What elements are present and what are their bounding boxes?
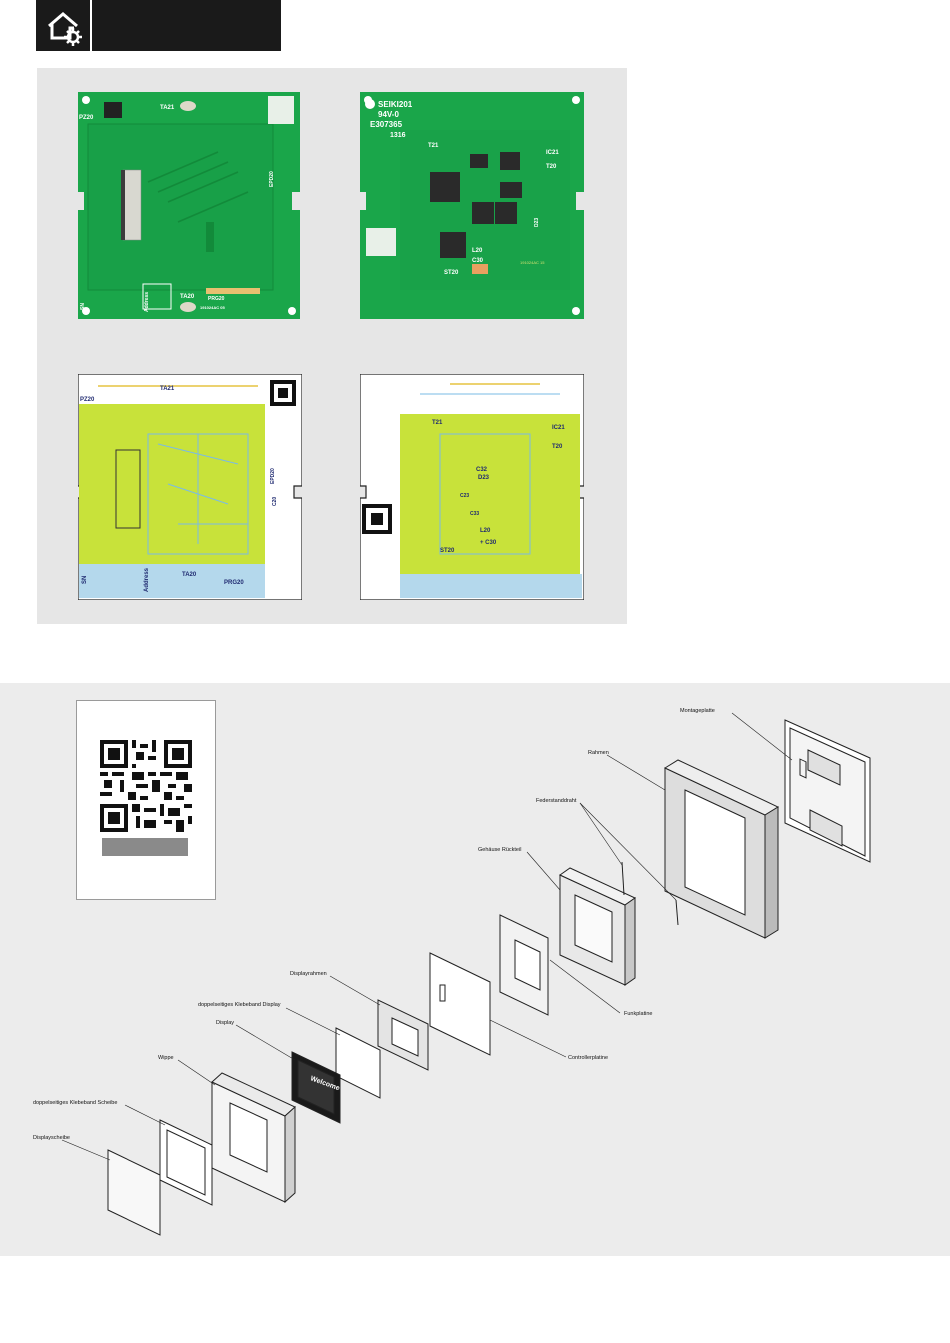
part-rahmen bbox=[663, 759, 780, 939]
label-gehaeuse: Gehäuse Rückteil bbox=[478, 847, 521, 853]
label-st20: ST20 bbox=[444, 270, 459, 276]
part-gehaeuse bbox=[559, 867, 636, 986]
label-klebeband-scheibe: doppelseitiges Klebeband Scheibe bbox=[33, 1100, 117, 1106]
part-wippe bbox=[211, 1072, 296, 1204]
label-l20: L20 bbox=[472, 248, 483, 254]
label-ta21: TA21 bbox=[160, 386, 175, 392]
part-displayrahmen bbox=[377, 999, 429, 1071]
pcb-photo-front: PZ20 TA21 TA20 PRG20 191024AC 05 EPD20 S… bbox=[78, 92, 300, 319]
label-brand: SEIKI201 bbox=[378, 100, 413, 109]
label-sn: SN bbox=[82, 576, 88, 584]
label-displayrahmen: Displayrahmen bbox=[290, 971, 327, 977]
label-klebeband-display: doppelseitiges Klebeband Display bbox=[198, 1002, 281, 1008]
label-pz20: PZ20 bbox=[80, 397, 95, 403]
label-funkplatine: Funkplatine bbox=[624, 1011, 652, 1017]
label-ic21: IC21 bbox=[552, 425, 565, 431]
label-ta21: TA21 bbox=[160, 105, 175, 111]
label-c33: C33 bbox=[470, 511, 479, 517]
label-d23: D23 bbox=[478, 475, 490, 481]
qr-caption-bar bbox=[102, 838, 188, 856]
home-gear-icon bbox=[48, 12, 82, 46]
label-prg20: PRG20 bbox=[224, 580, 244, 586]
label-date: 191024AC 05 bbox=[200, 305, 225, 310]
part-montageplatte bbox=[784, 719, 871, 863]
exploded-drawing: Welcome Montag bbox=[33, 708, 871, 1236]
label-displayscheibe: Displayscheibe bbox=[33, 1135, 70, 1141]
part-controllerplatine bbox=[429, 952, 491, 1056]
part-klebeband-scheibe bbox=[159, 1119, 213, 1206]
label-c20: C20 bbox=[272, 497, 278, 506]
pcb-layout-back: T21 IC21 T20 C32 D23 C23 C33 L20 ST20 + … bbox=[360, 374, 584, 600]
qr-card bbox=[76, 700, 216, 900]
label-c30: + C30 bbox=[480, 540, 497, 546]
label-date: 1316 bbox=[390, 132, 406, 139]
label-ta20: TA20 bbox=[182, 572, 197, 578]
label-d23: D23 bbox=[534, 218, 540, 227]
label-l20: L20 bbox=[480, 528, 491, 534]
label-ta20: TA20 bbox=[180, 294, 195, 300]
label-display: Display bbox=[216, 1020, 234, 1026]
part-funkplatine bbox=[499, 914, 549, 1016]
label-federstanddraht: Federstanddraht bbox=[536, 798, 577, 804]
label-sn: SN bbox=[80, 303, 86, 310]
part-displayscheibe bbox=[107, 1149, 161, 1236]
part-klebeband-display bbox=[335, 1027, 381, 1099]
label-montageplatte: Montageplatte bbox=[680, 708, 715, 714]
label-controllerplatine: Controllerplatine bbox=[568, 1055, 608, 1061]
label-c23: C23 bbox=[460, 493, 469, 499]
part-display: Welcome bbox=[291, 1051, 341, 1124]
label-t20: T20 bbox=[546, 164, 557, 170]
label-ic21: IC21 bbox=[546, 150, 559, 156]
label-c32: C32 bbox=[476, 467, 488, 473]
qr-code-icon bbox=[100, 740, 192, 832]
label-ul: E307365 bbox=[370, 120, 403, 129]
label-t21: T21 bbox=[428, 143, 439, 149]
label-rahmen: Rahmen bbox=[588, 750, 609, 756]
pcb-photo-back: SEIKI201 94V-0 E307365 1316 T21 IC21 T20… bbox=[360, 92, 584, 319]
label-address: Address bbox=[144, 567, 150, 592]
label-c30: C30 bbox=[472, 258, 484, 264]
label-epd20: EPD20 bbox=[270, 468, 276, 484]
label-t20: T20 bbox=[552, 444, 563, 450]
pcb-layout-front: PZ20 TA21 TA20 PRG20 EPD20 C20 SN Addres… bbox=[78, 374, 302, 600]
label-st20: ST20 bbox=[440, 548, 455, 554]
pcb-figure-panel: PZ20 TA21 TA20 PRG20 191024AC 05 EPD20 S… bbox=[37, 68, 627, 624]
label-rating: 94V-0 bbox=[378, 110, 399, 119]
header-separator bbox=[90, 0, 92, 51]
label-address: Address bbox=[144, 292, 150, 312]
label-epd20: EPD20 bbox=[269, 171, 275, 187]
label-wippe: Wippe bbox=[158, 1055, 174, 1061]
label-pz20: PZ20 bbox=[79, 115, 94, 121]
label-prg20: PRG20 bbox=[208, 296, 225, 302]
label-mark: 191024AC 15 bbox=[520, 260, 545, 265]
label-t21: T21 bbox=[432, 420, 443, 426]
